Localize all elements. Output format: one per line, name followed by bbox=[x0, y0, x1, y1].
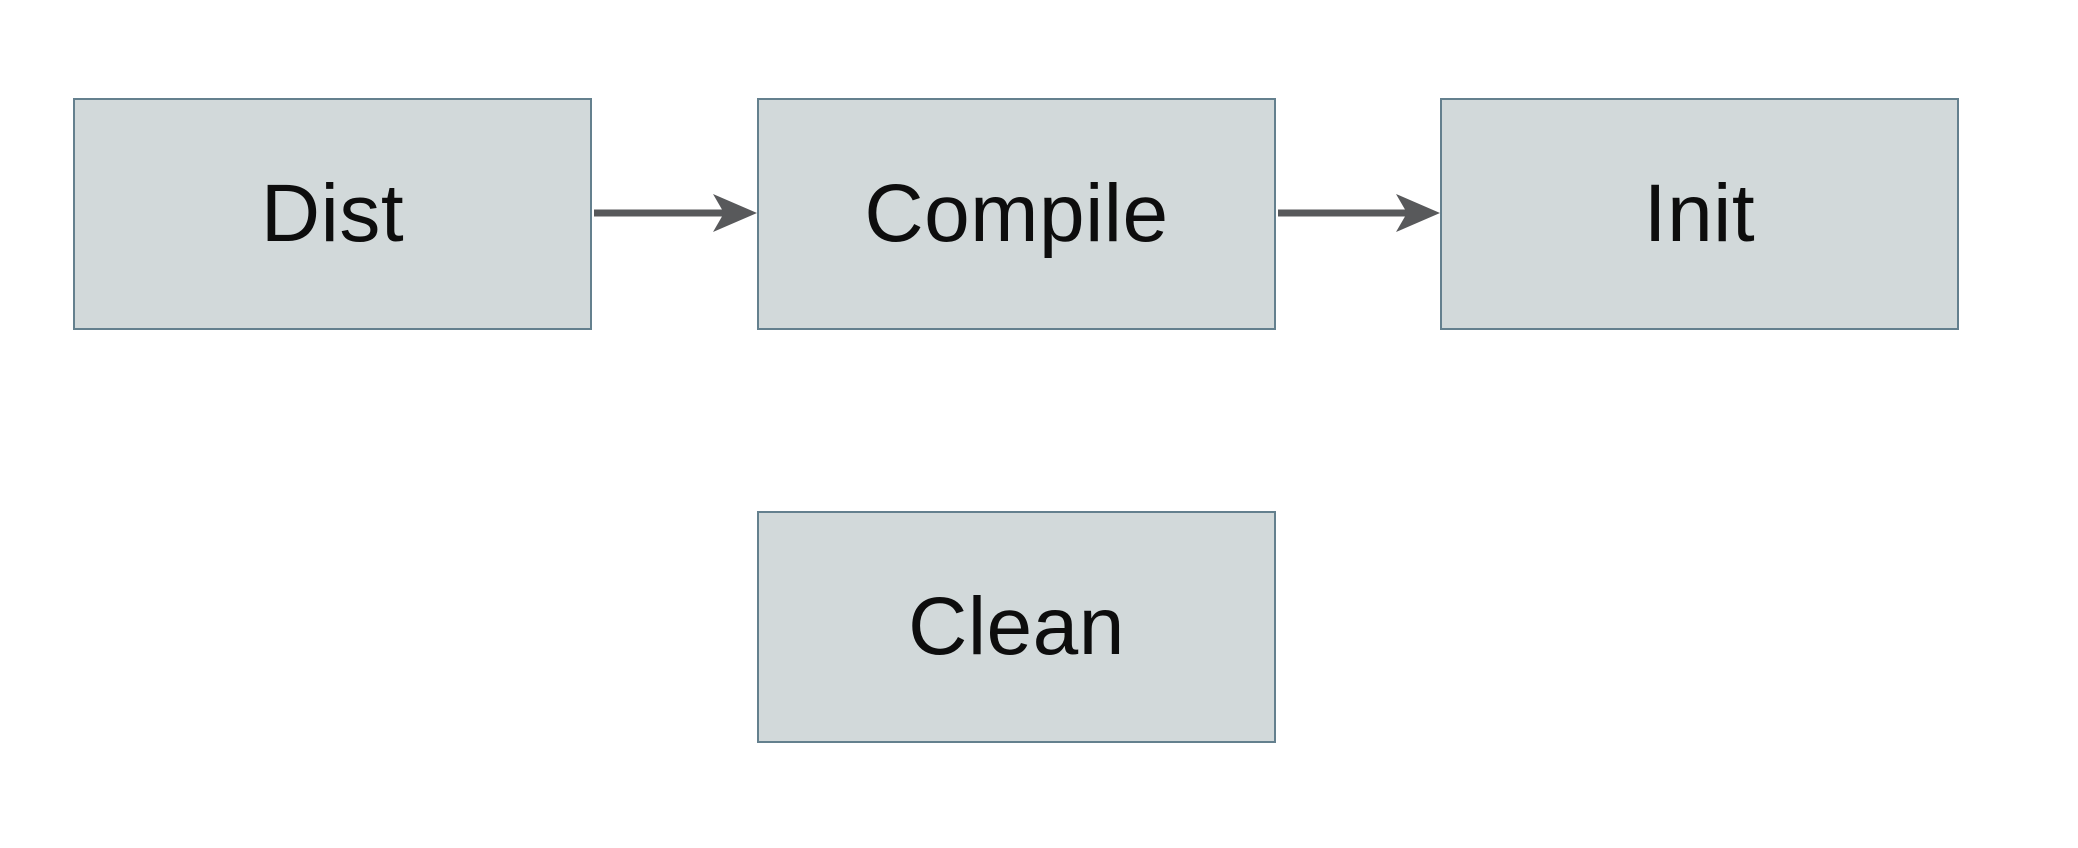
flowchart-node-compile: Compile bbox=[757, 98, 1276, 330]
flowchart-node-init: Init bbox=[1440, 98, 1959, 330]
flowchart-node-dist: Dist bbox=[73, 98, 592, 330]
flowchart-node-clean: Clean bbox=[757, 511, 1276, 743]
arrow-dist-to-compile bbox=[594, 194, 757, 232]
node-label-init: Init bbox=[1643, 168, 1756, 259]
node-label-compile: Compile bbox=[864, 168, 1169, 259]
node-label-dist: Dist bbox=[260, 168, 405, 259]
arrow-compile-to-init bbox=[1278, 194, 1440, 232]
node-label-clean: Clean bbox=[908, 581, 1125, 672]
